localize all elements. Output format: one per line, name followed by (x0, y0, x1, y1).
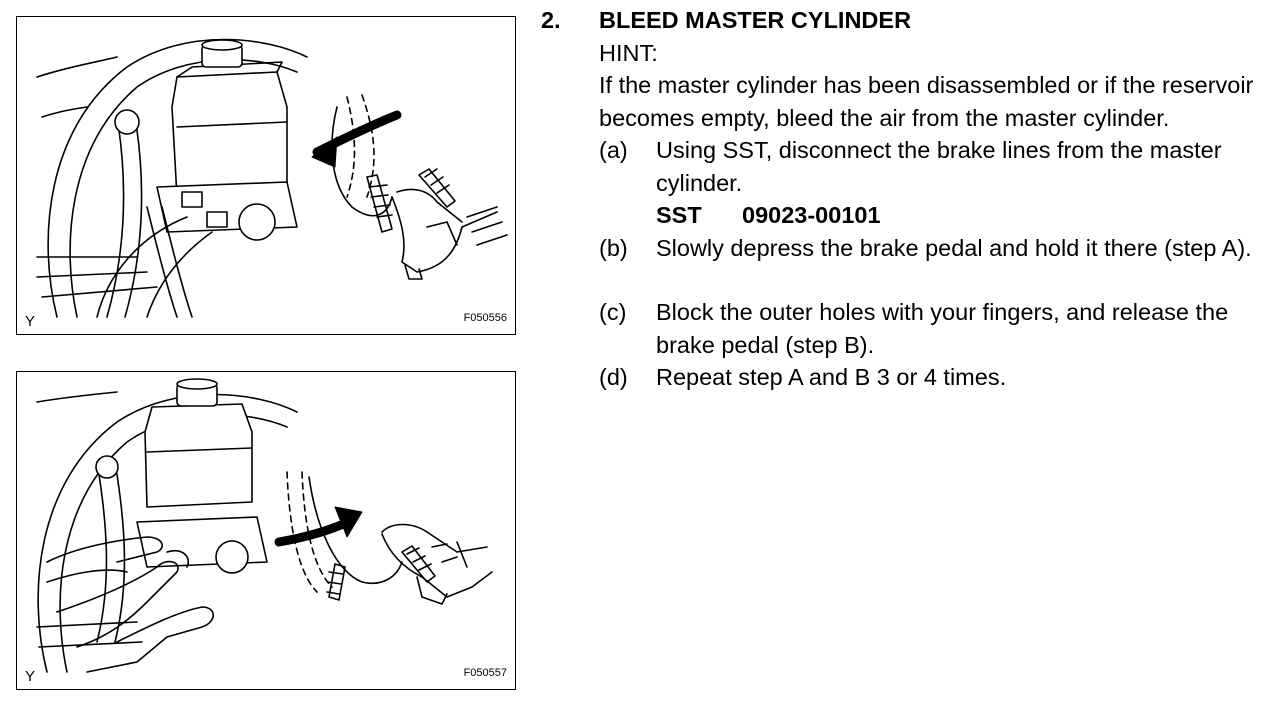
sst-value: 09023-00101 (742, 202, 881, 228)
brake-pedal-release-drawing (36, 378, 493, 673)
sst-line: SST 09023-00101 (656, 199, 1277, 232)
illustration-step-b: Y F050557 (16, 371, 516, 690)
step-text: Block the outer holes with your fingers,… (656, 299, 1229, 358)
figure-corner-label: Y (25, 668, 36, 685)
section-heading: 2. BLEED MASTER CYLINDER (541, 4, 1277, 37)
step-label: (c) (599, 299, 627, 325)
section-title: BLEED MASTER CYLINDER (599, 7, 912, 33)
brake-pedal-depress-drawing (36, 38, 508, 318)
step-a: (a) Using SST, disconnect the brake line… (541, 134, 1277, 232)
figure-corner-label: Y (25, 313, 36, 330)
sst-label: SST (656, 202, 702, 228)
step-label: (a) (599, 137, 628, 163)
step-d: (d) Repeat step A and B 3 or 4 times. (541, 361, 1277, 394)
figure-id: F050556 (463, 312, 507, 324)
section-number: 2. (541, 7, 561, 33)
spacer (541, 264, 1277, 296)
hint-label: HINT: (599, 39, 658, 66)
illustration-step-a: Y F050556 (16, 16, 516, 335)
figure-id: F050557 (463, 667, 507, 679)
step-label: (d) (599, 364, 628, 390)
step-text: Slowly depress the brake pedal and hold … (656, 234, 1252, 261)
step-label: (b) (599, 234, 628, 261)
step-text: Using SST, disconnect the brake lines fr… (656, 137, 1222, 196)
hint-text: If the master cylinder has been disassem… (599, 72, 1254, 131)
procedure-text: 2. BLEED MASTER CYLINDER HINT: If the ma… (541, 4, 1277, 394)
step-c: (c) Block the outer holes with your fing… (541, 296, 1277, 361)
step-text: Repeat step A and B 3 or 4 times. (656, 364, 1007, 390)
step-b: (b) Slowly depress the brake pedal and h… (541, 232, 1277, 265)
